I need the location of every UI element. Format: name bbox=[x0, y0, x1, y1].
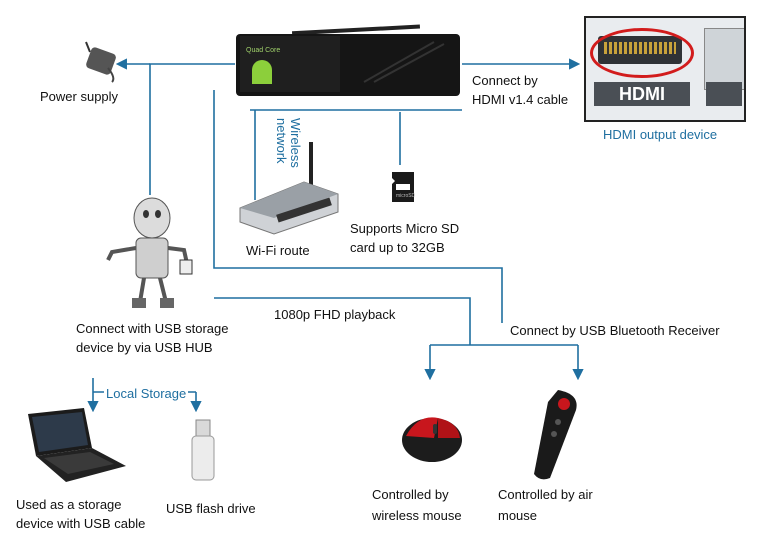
micro-sd-line1: Supports Micro SD bbox=[350, 221, 460, 236]
air-mouse-line2: mouse bbox=[498, 508, 538, 523]
air-mouse-line1: Controlled by air bbox=[498, 487, 593, 502]
micro-sd-card-icon: microSD bbox=[392, 172, 416, 202]
fhd-playback-label: 1080p FHD playback bbox=[274, 307, 396, 322]
laptop-line1: Used as a storage bbox=[16, 497, 122, 512]
line-to-power bbox=[149, 63, 235, 195]
hdmi-port-icon: HDMI bbox=[584, 16, 746, 122]
line-fhd bbox=[214, 297, 471, 345]
mouse-line2: wireless mouse bbox=[372, 508, 462, 523]
svg-text:microSD: microSD bbox=[396, 193, 416, 199]
power-supply-label: Power supply bbox=[40, 89, 119, 104]
connect-hdmi-line1: Connect by bbox=[472, 73, 538, 88]
hdmi-tag: HDMI bbox=[594, 82, 690, 106]
connect-hdmi-line2: HDMI v1.4 cable bbox=[472, 92, 569, 107]
bluetooth-receiver-label: Connect by USB Bluetooth Receiver bbox=[510, 323, 720, 338]
wireless-mouse-icon bbox=[402, 417, 462, 462]
air-mouse-remote-icon bbox=[534, 390, 577, 480]
usb-hub-robot-icon bbox=[106, 197, 193, 308]
laptop-line2: device with USB cable bbox=[16, 516, 146, 531]
svg-text:Quad Core: Quad Core bbox=[246, 47, 280, 54]
power-adapter-icon bbox=[85, 41, 116, 83]
line-main-vert bbox=[213, 90, 503, 323]
usb-flash-label: USB flash drive bbox=[166, 501, 256, 516]
hdmi-output-device-label: HDMI output device bbox=[603, 127, 718, 142]
usb-hub-line1: Connect with USB storage bbox=[76, 321, 229, 336]
local-storage-label: Local Storage bbox=[104, 385, 189, 402]
mouse-line1: Controlled by bbox=[372, 487, 449, 502]
laptop-icon bbox=[28, 408, 126, 482]
wifi-router-icon bbox=[239, 142, 339, 235]
highlight-circle bbox=[590, 28, 694, 78]
usb-flash-drive-icon bbox=[191, 419, 215, 481]
usb-hub-line2: device by via USB HUB bbox=[76, 340, 213, 355]
micro-sd-line2: card up to 32GB bbox=[350, 240, 445, 255]
android-tv-stick-icon: Quad Core bbox=[236, 24, 460, 96]
wifi-route-label: Wi-Fi route bbox=[246, 243, 310, 258]
